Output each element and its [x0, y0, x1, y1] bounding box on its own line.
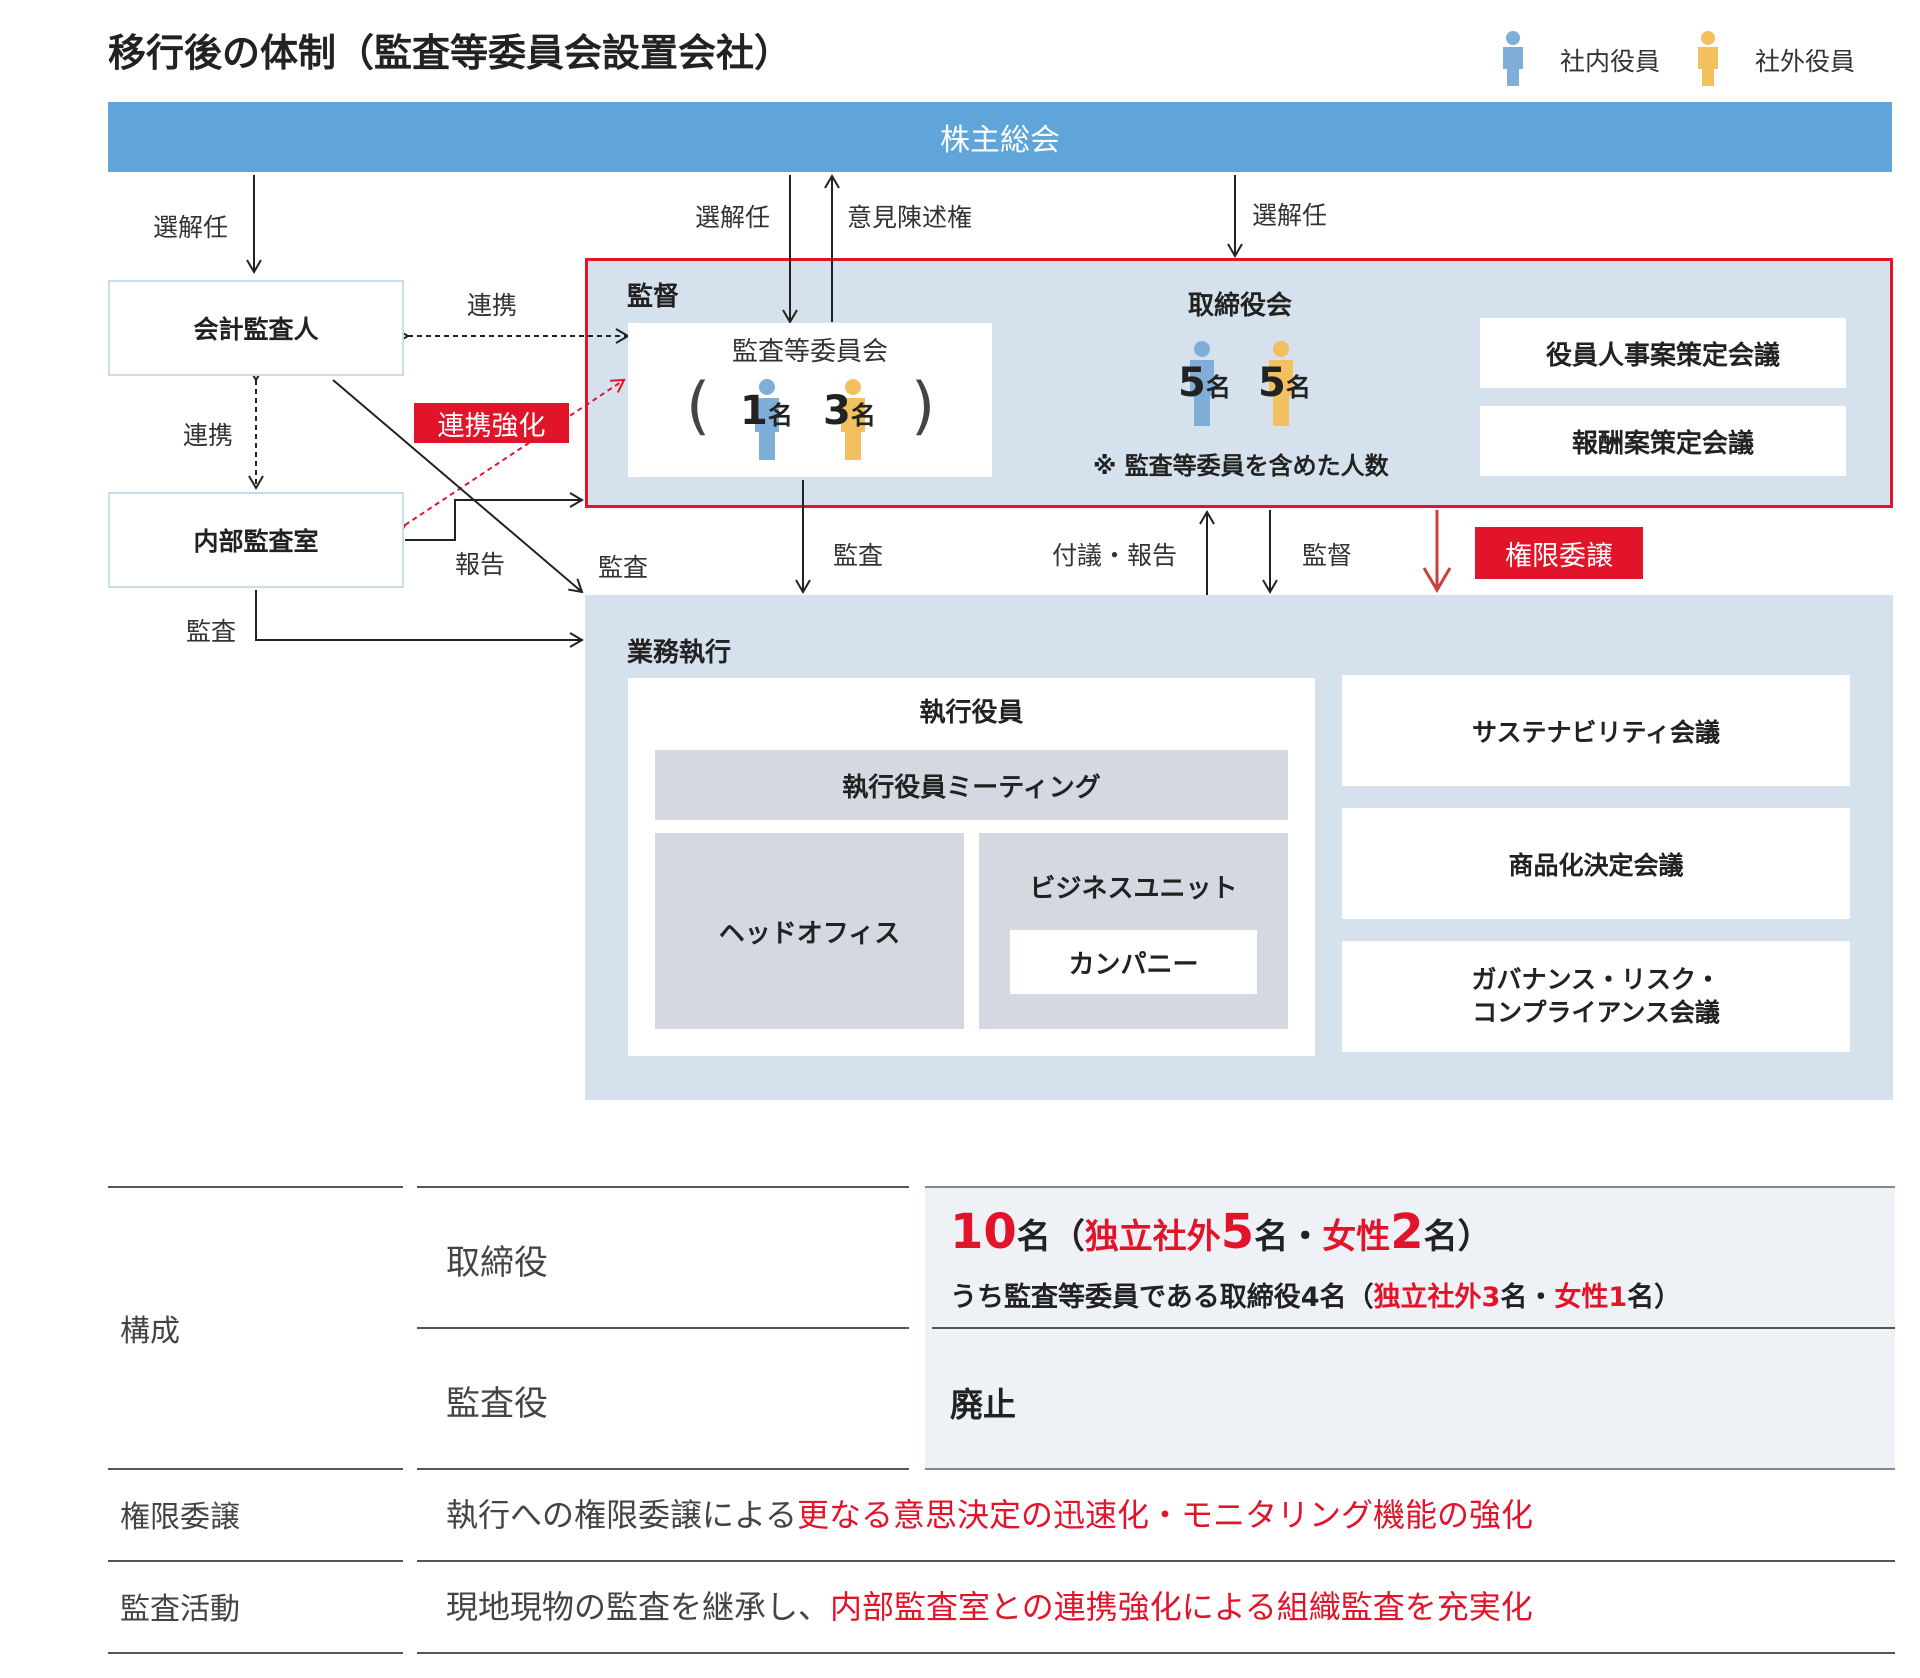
board-internal-count: 5名 [1178, 360, 1231, 406]
audit-activity-label: 監査活動 [120, 1592, 240, 1627]
appoint-right-label: 選解任 [1252, 201, 1328, 230]
remuneration-plan-meeting-box: 報酬案策定会議 [1480, 406, 1846, 476]
coop-strength-label: 連携強化 [437, 410, 546, 442]
board-internal-person-icon [1190, 341, 1214, 426]
coop-left-label: 連携 [183, 421, 234, 450]
commercialization-council-box: 商品化決定会議 [1342, 808, 1850, 919]
committee-internal-person-icon [755, 379, 779, 460]
directors-label: 取締役 [446, 1243, 548, 1283]
audit-committee-title: 監査等委員会 [731, 337, 888, 367]
directors-value: 10名（独立社外5名・女性2名） [950, 1204, 1492, 1260]
executive-officers-title: 執行役員 [919, 698, 1024, 728]
comparison-table: 構成 取締役 10名（独立社外5名・女性2名） うち監査等委員である取締役4名（… [0, 1180, 1920, 1660]
directors-audit-committee-line: うち監査等委員である取締役4名（独立社外3名・女性1名） [950, 1282, 1682, 1313]
head-office-label: ヘッドオフィス [718, 918, 901, 949]
legend-internal-label: 社内役員 [1560, 47, 1661, 76]
grc-council-label: ガバナンス・リスク・ コンプライアンス会議 [1471, 965, 1721, 1027]
board-note: ※ 監査等委員を含めた人数 [1093, 452, 1389, 480]
page-title: 移行後の体制（監査等委員会設置会社） [108, 31, 793, 75]
business-unit-label: ビジネスユニット [1029, 874, 1238, 904]
delegation-row-value: 執行への権限委譲による更なる意思決定の迅速化・モニタリング機能の強化 [446, 1496, 1534, 1534]
delegation-label: 権限委譲 [1505, 540, 1613, 572]
legend-external-label: 社外役員 [1755, 47, 1856, 76]
coop-strength-tag: 連携強化 [414, 403, 569, 443]
board-external-count: 5名 [1258, 360, 1311, 406]
head-office-box: ヘッドオフィス [655, 833, 964, 1029]
delegation-tag: 権限委譲 [1475, 527, 1643, 579]
report-label: 報告 [455, 550, 506, 579]
right-paren: ) [911, 369, 936, 442]
company-box: カンパニー [1010, 930, 1257, 994]
officer-meeting-label: 執行役員ミーティング [842, 772, 1101, 803]
auditors-value: 廃止 [950, 1385, 1016, 1424]
external-person-icon [1698, 31, 1718, 86]
board-external-person-icon [1269, 341, 1293, 426]
appoint-left-label: 選解任 [153, 213, 229, 242]
audit-committee-box: 監査等委員会 ( ) 1名 3名 [628, 323, 992, 477]
personnel-plan-meeting-box: 役員人事案策定会議 [1480, 318, 1846, 388]
opinion-label: 意見陳述権 [847, 203, 973, 232]
supervision-title: 監督 [627, 282, 680, 312]
remuneration-plan-meeting-label: 報酬案策定会議 [1571, 428, 1754, 459]
execution-title: 業務執行 [627, 638, 732, 668]
committee-external-person-icon [841, 379, 865, 460]
committee-internal-count: 1名 [740, 388, 793, 434]
appoint-mid-label: 選解任 [695, 203, 771, 232]
audit-mid-label: 監査 [833, 541, 884, 570]
internal-person-icon [1503, 31, 1523, 86]
shareholders-label: 株主総会 [940, 123, 1060, 158]
commercialization-council-label: 商品化決定会議 [1508, 850, 1684, 880]
personnel-plan-meeting-label: 役員人事案策定会議 [1545, 340, 1780, 371]
audit-activity-value: 現地現物の監査を継承し、内部監査室との連携強化による組織監査を充実化 [446, 1588, 1533, 1626]
supervise-label: 監督 [1302, 541, 1353, 570]
coop-top-label: 連携 [467, 291, 518, 320]
accounting-auditor-box: 会計監査人 [108, 280, 404, 376]
business-unit-box: ビジネスユニット カンパニー [979, 833, 1288, 1029]
audit-bottom-label: 監査 [186, 617, 237, 646]
sustainability-council-label: サステナビリティ会議 [1471, 717, 1720, 747]
grc-council-box: ガバナンス・リスク・ コンプライアンス会議 [1342, 941, 1850, 1052]
company-label: カンパニー [1068, 949, 1199, 980]
internal-audit-label: 内部監査室 [193, 527, 319, 556]
deliberate-label: 付議・報告 [1052, 541, 1178, 570]
accounting-auditor-label: 会計監査人 [193, 315, 319, 344]
officer-meeting-box: 執行役員ミーティング [655, 750, 1288, 820]
legend: 社内役員 社外役員 [1500, 30, 1880, 90]
audit-diag-label: 監査 [598, 553, 649, 582]
board-title: 取締役会 [1188, 291, 1293, 321]
executive-officers-box: 執行役員 執行役員ミーティング ヘッドオフィス ビジネスユニット カンパニー [628, 678, 1315, 1056]
delegation-row-label: 権限委譲 [120, 1500, 240, 1535]
left-paren: ( [686, 369, 711, 442]
internal-audit-box: 内部監査室 [108, 492, 404, 588]
auditors-label: 監査役 [446, 1384, 548, 1424]
committee-external-count: 3名 [823, 388, 876, 434]
sustainability-council-box: サステナビリティ会議 [1342, 675, 1850, 786]
shareholders-bar: 株主総会 [108, 102, 1892, 172]
composition-label: 構成 [120, 1314, 180, 1349]
